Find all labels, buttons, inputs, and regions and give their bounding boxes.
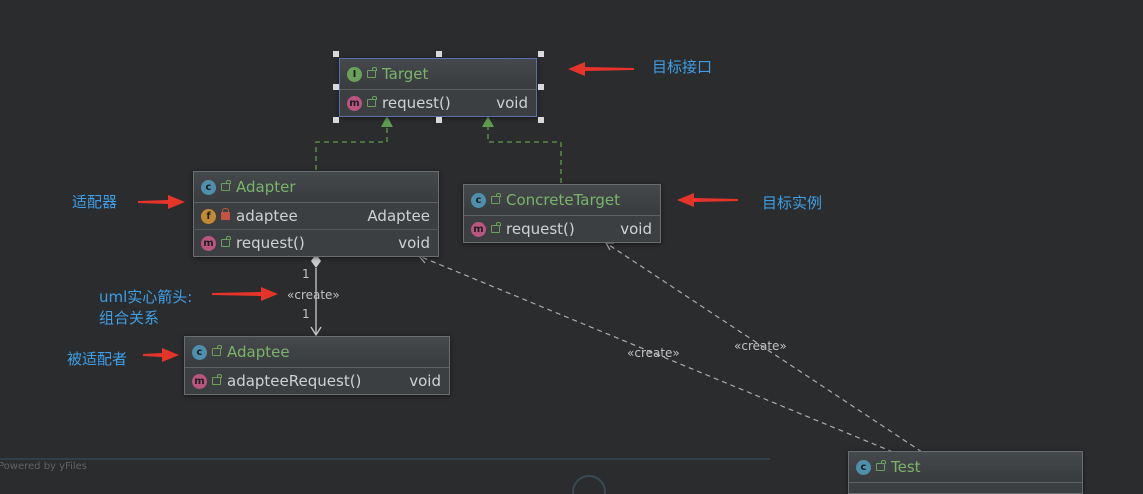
selection-handle-se[interactable] — [538, 117, 544, 123]
member-name: adaptee — [236, 207, 298, 225]
selection-handle-sw[interactable] — [333, 117, 339, 123]
class-header[interactable]: c Adapter — [194, 172, 438, 203]
annotation-adapter: 适配器 — [72, 193, 118, 211]
selection-handle-n[interactable] — [436, 51, 442, 57]
annotation-uml-line1: uml实心箭头: — [99, 288, 193, 306]
member-type: void — [620, 220, 652, 238]
selection-handle-s[interactable] — [436, 117, 442, 123]
class-header[interactable]: c ConcreteTarget — [464, 185, 660, 216]
composition-diamond — [311, 254, 321, 268]
member-row[interactable]: m request() void — [464, 216, 660, 242]
realization-edge-concrete-target — [487, 117, 562, 183]
member-type: void — [409, 372, 441, 390]
annotation-target-interface: 目标接口 — [652, 58, 713, 76]
public-visibility-icon — [221, 236, 231, 247]
public-visibility-icon — [491, 222, 501, 233]
class-name: Adapter — [236, 178, 296, 196]
composition-stereotype-label: «create» — [287, 288, 340, 302]
selection-handle-w[interactable] — [333, 84, 339, 90]
class-name: Test — [891, 458, 921, 476]
powered-by-label: Powered by yFiles — [0, 461, 87, 472]
dependency-edge-test-concrete — [605, 242, 923, 453]
runnable-class-icon: c — [856, 459, 871, 475]
annotation-concrete-instance: 目标实例 — [762, 194, 823, 212]
selection-handle-e[interactable] — [538, 84, 544, 90]
class-name: Adaptee — [227, 343, 290, 361]
annotation-arrow-composition — [212, 287, 278, 301]
public-visibility-icon — [212, 374, 222, 385]
field-icon: f — [201, 208, 216, 224]
member-row[interactable]: m adapteeRequest() void — [185, 368, 449, 394]
realization-arrowhead-adapter — [381, 116, 393, 127]
dependency-arrowhead-concrete — [604, 242, 614, 251]
bottom-divider — [0, 458, 770, 460]
public-visibility-icon — [221, 180, 231, 191]
private-visibility-icon — [221, 208, 230, 220]
class-header[interactable]: I Target — [340, 59, 536, 90]
composition-arrowhead — [310, 326, 322, 337]
member-row[interactable]: f adaptee Adaptee — [194, 203, 438, 230]
annotation-arrow-target — [568, 62, 634, 76]
class-icon: c — [471, 192, 486, 208]
class-icon: c — [201, 179, 216, 195]
member-name: request() — [236, 234, 305, 252]
public-visibility-icon — [367, 96, 377, 107]
method-icon: m — [192, 373, 207, 389]
member-type: Adaptee — [367, 207, 430, 225]
method-icon: m — [347, 95, 362, 111]
class-concrete-target[interactable]: c ConcreteTarget m request() void — [463, 184, 661, 243]
public-visibility-icon — [491, 193, 501, 204]
member-row[interactable]: m request() void — [340, 90, 536, 116]
class-icon: c — [192, 344, 207, 360]
selection-handle-ne[interactable] — [538, 51, 544, 57]
class-header[interactable]: c Test — [849, 452, 1082, 483]
class-adapter[interactable]: c Adapter f adaptee Adaptee m request() … — [193, 171, 439, 257]
class-target[interactable]: I Target m request() void — [339, 58, 537, 117]
member-name: adapteeRequest() — [227, 372, 362, 390]
dependency-label-adapter: «create» — [627, 346, 680, 360]
dependency-label-concrete: «create» — [734, 339, 787, 353]
public-visibility-icon — [367, 67, 377, 78]
class-name: Target — [382, 65, 429, 83]
selection-handle-nw[interactable] — [333, 51, 339, 57]
multiplicity-target: 1 — [302, 307, 310, 321]
class-name: ConcreteTarget — [506, 191, 620, 209]
interface-icon: I — [347, 66, 362, 82]
bottom-overview-control — [572, 475, 606, 494]
member-row[interactable]: m request() void — [194, 230, 438, 256]
member-name: request() — [382, 94, 451, 112]
realization-arrowhead-concrete — [482, 116, 494, 127]
annotation-arrow-adapter — [138, 195, 185, 209]
method-icon: m — [471, 221, 486, 237]
annotation-arrow-adaptee — [143, 348, 179, 362]
dependency-edge-test-adapter — [418, 255, 894, 453]
public-visibility-icon — [212, 345, 222, 356]
member-type: void — [496, 94, 528, 112]
multiplicity-source: 1 — [302, 267, 310, 281]
annotation-adaptee: 被适配者 — [67, 350, 128, 368]
method-icon: m — [201, 235, 216, 251]
class-adaptee[interactable]: c Adaptee m adapteeRequest() void — [184, 336, 450, 395]
public-visibility-icon — [876, 460, 886, 471]
member-type: void — [398, 234, 430, 252]
annotation-arrow-concrete — [677, 193, 738, 207]
realization-edge-adapter-target — [315, 117, 388, 170]
member-name: request() — [506, 220, 575, 238]
annotation-uml-line2: 组合关系 — [99, 309, 160, 327]
class-header[interactable]: c Adaptee — [185, 337, 449, 368]
class-test[interactable]: c Test — [848, 451, 1083, 494]
